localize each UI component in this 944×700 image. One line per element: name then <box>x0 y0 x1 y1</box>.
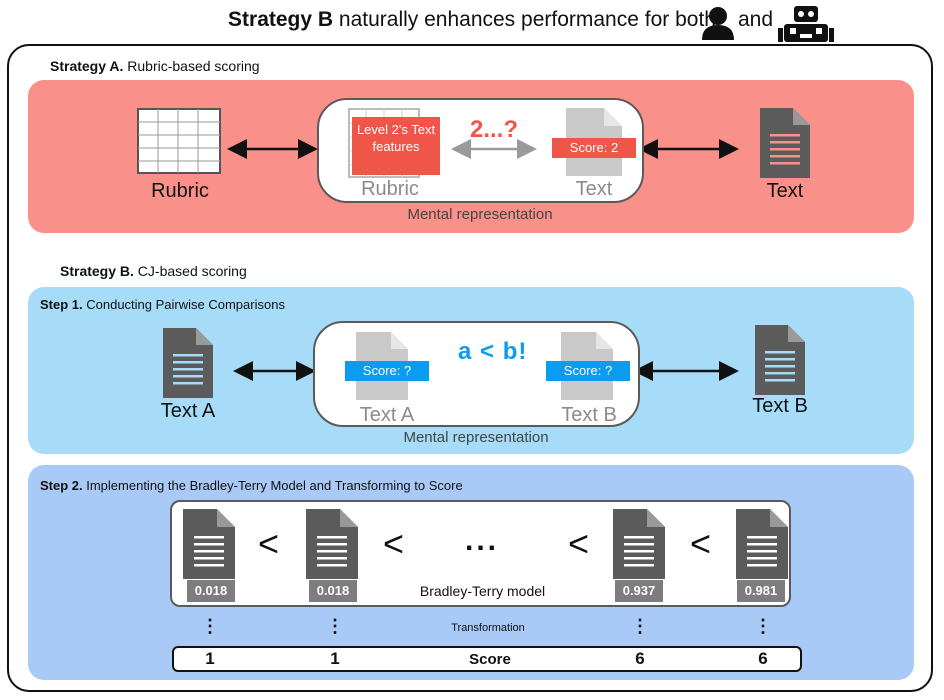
less-than-symbol: < <box>383 523 405 564</box>
person-icon <box>702 7 734 40</box>
score-value: 1 <box>205 649 215 668</box>
ranked-document-icon <box>613 509 665 579</box>
less-than-symbol: < <box>568 523 590 564</box>
text-a-document-icon <box>163 328 213 398</box>
probability-chip: 0.018 <box>187 580 235 602</box>
mental-text-label: Text <box>575 178 613 200</box>
vertical-dots: ⋮ <box>326 616 344 636</box>
ellipsis: ... <box>465 524 500 557</box>
rubric-grid-icon <box>137 108 221 174</box>
mental-text-a-label: Text A <box>359 404 415 426</box>
title-and: and <box>738 8 774 31</box>
less-than-symbol: < <box>258 523 280 564</box>
question-label-a: 2...? <box>470 116 519 143</box>
mental-text-b-label: Text B <box>561 404 617 426</box>
transformation-label: Transformation <box>451 622 525 634</box>
figure-title: Strategy B naturally enhances performanc… <box>228 8 716 31</box>
text-a-label: Text A <box>160 400 216 422</box>
ranked-document-icon <box>183 509 235 579</box>
probability-chip: 0.018 <box>309 580 357 602</box>
mental-rubric-label: Rubric <box>361 178 419 200</box>
vertical-dots: ⋮ <box>631 616 649 636</box>
less-than-symbol: < <box>690 523 712 564</box>
probability-chip: 0.981 <box>737 580 785 602</box>
bradley-terry-label: Bradley-Terry model <box>419 583 546 599</box>
score-box-a: Score: 2 <box>552 138 636 158</box>
strategy-a-label: Strategy A. Rubric-based scoring <box>50 58 260 74</box>
mental-representation-caption-b: Mental representation <box>403 429 549 446</box>
comparison-label: a < b! <box>458 338 528 365</box>
strategy-b-label: Strategy B. CJ-based scoring <box>60 263 247 279</box>
outer-frame <box>7 44 933 692</box>
score-bar <box>172 646 802 672</box>
probability-chip: 0.937 <box>615 580 663 602</box>
score-value: 6 <box>758 649 768 668</box>
score-value: 6 <box>635 649 645 668</box>
text-label: Text <box>766 180 804 202</box>
document-icon <box>760 108 810 178</box>
rubric-label: Rubric <box>151 180 209 202</box>
level-features-box: Level 2's Text features <box>352 117 440 175</box>
score-box-text-a: Score: ? <box>345 361 429 381</box>
step1-label: Step 1. Conducting Pairwise Comparisons <box>40 297 285 312</box>
score-box-text-b: Score: ? <box>546 361 630 381</box>
text-b-document-icon <box>755 325 805 395</box>
vertical-dots: ⋮ <box>754 616 772 636</box>
bradley-terry-box <box>170 500 791 607</box>
vertical-dots: ⋮ <box>201 616 219 636</box>
text-b-label: Text B <box>752 395 808 417</box>
ranked-document-icon <box>736 509 788 579</box>
robot-icon <box>778 6 834 42</box>
step2-label: Step 2. Implementing the Bradley-Terry M… <box>40 478 463 493</box>
score-value: 1 <box>330 649 340 668</box>
mental-representation-caption-a: Mental representation <box>407 206 553 223</box>
score-label: Score <box>469 651 511 668</box>
ranked-document-icon <box>306 509 358 579</box>
